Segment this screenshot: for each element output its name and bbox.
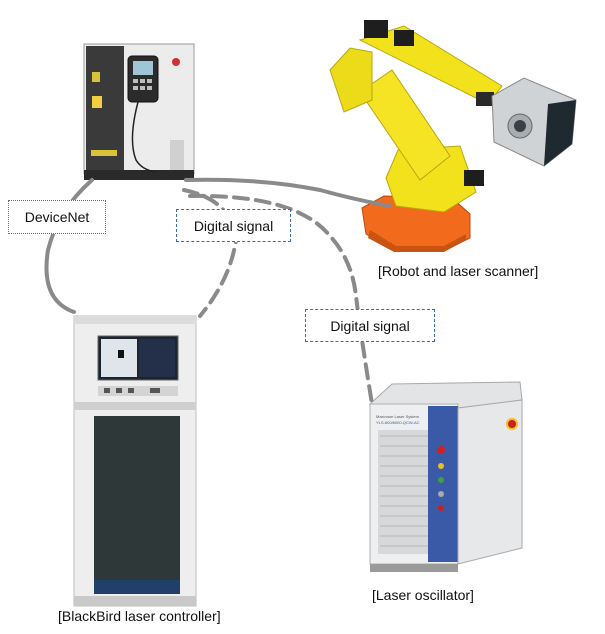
- robot-cable: [184, 177, 392, 208]
- laser-oscillator: [368, 381, 523, 572]
- oscillator-model-text: YLS-600/6000-QCW-AC: [376, 420, 420, 425]
- oscillator-caption: [Laser oscillator]: [372, 587, 474, 603]
- digital-signal-line-2: [188, 193, 374, 406]
- devicenet-label: DeviceNet: [8, 200, 106, 234]
- robot-caption: [Robot and laser scanner]: [378, 263, 539, 279]
- controller-caption: [BlackBird laser controller]: [58, 608, 221, 624]
- oscillator-brand-text: Maximum Laser System: [376, 414, 420, 419]
- robot-controller-cabinet: [83, 43, 195, 180]
- blackbird-controller: [73, 315, 197, 607]
- robot-arm: [329, 20, 577, 252]
- devicenet-cable: [44, 178, 94, 314]
- digital-signal-label-1: Digital signal: [176, 209, 291, 242]
- digital-signal-label-2: Digital signal: [305, 309, 435, 342]
